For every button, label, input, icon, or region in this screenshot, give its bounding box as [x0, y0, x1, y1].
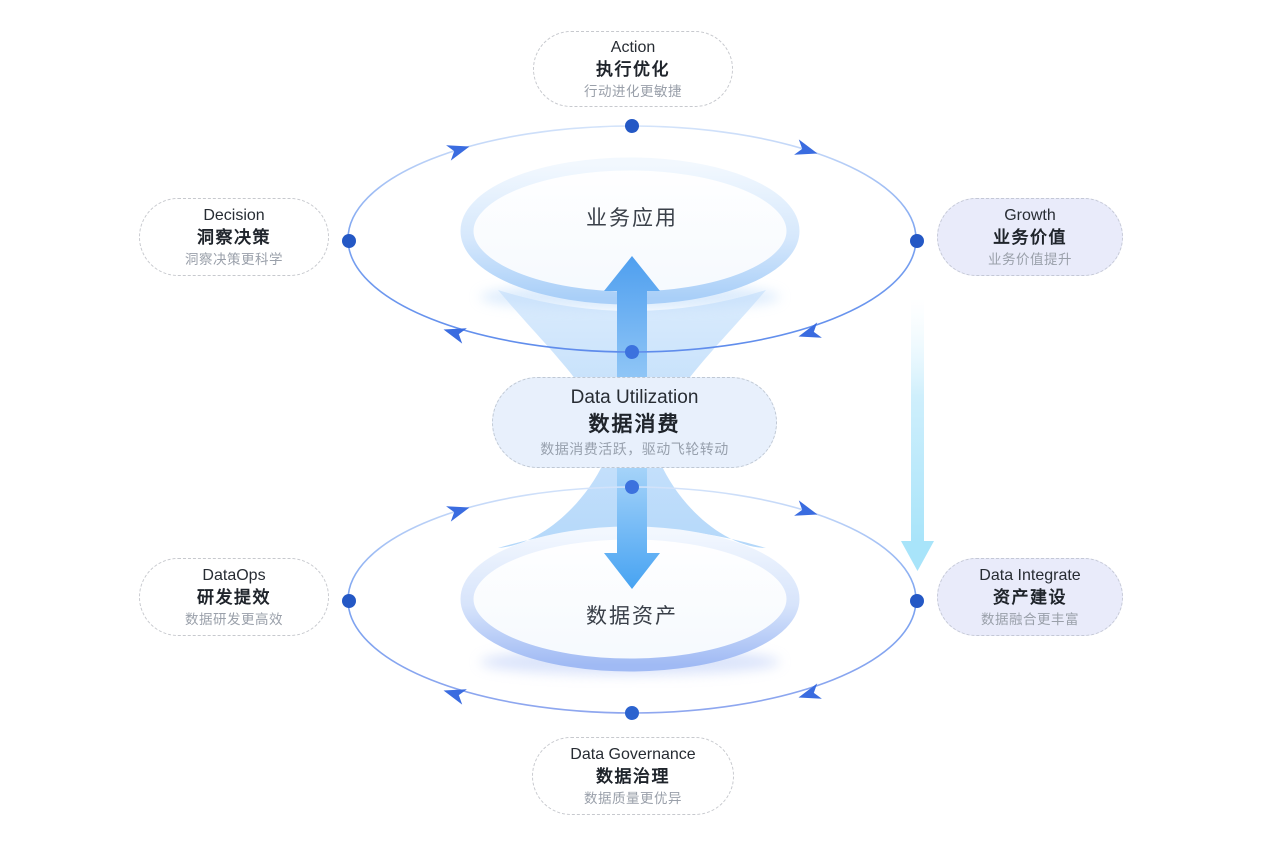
node-growth-title-zh: 业务价值: [993, 227, 1067, 247]
node-action-title-zh: 执行优化: [596, 59, 670, 79]
orbit-dot: [625, 706, 639, 720]
node-data-utilization: Data Utilization 数据消费 数据消费活跃，驱动飞轮转动: [492, 377, 777, 468]
value-flow-arrow-icon: [901, 298, 934, 571]
node-data-governance-title-en: Data Governance: [570, 745, 696, 763]
node-decision: Decision 洞察决策 洞察决策更科学: [139, 198, 329, 276]
node-growth-title-en: Growth: [1004, 206, 1056, 224]
orbit-dot: [625, 480, 639, 494]
hub-bottom-label: 数据资产: [586, 605, 678, 628]
node-growth: Growth 业务价值 业务价值提升: [937, 198, 1123, 276]
node-decision-desc: 洞察决策更科学: [185, 251, 283, 267]
node-data-governance: Data Governance 数据治理 数据质量更优异: [532, 737, 734, 815]
node-data-governance-desc: 数据质量更优异: [584, 790, 682, 806]
node-data-utilization-desc: 数据消费活跃，驱动飞轮转动: [540, 441, 729, 458]
rotation-arrow-icon: [798, 322, 822, 338]
orbit-dot: [625, 119, 639, 133]
orbit-dot: [342, 594, 356, 608]
hub-top-label: 业务应用: [586, 207, 678, 230]
node-dataops-title-zh: 研发提效: [197, 587, 271, 607]
rotation-arrow-icon: [443, 328, 467, 344]
rotation-arrow-icon: [798, 683, 822, 699]
rotation-arrow-icon: [443, 689, 467, 705]
node-data-integrate-title-en: Data Integrate: [979, 566, 1081, 584]
orbit-dot: [625, 345, 639, 359]
node-data-utilization-title-en: Data Utilization: [570, 387, 699, 409]
node-data-governance-title-zh: 数据治理: [596, 766, 670, 786]
bottom-ring-interior: [467, 533, 793, 665]
top-ring-interior: [467, 164, 793, 298]
node-action-title-en: Action: [610, 38, 656, 56]
rotation-arrow-icons: [443, 139, 822, 705]
rotation-arrow-icon: [446, 506, 470, 522]
node-data-integrate: Data Integrate 资产建设 数据融合更丰富: [937, 558, 1123, 636]
rotation-arrow-icon: [794, 500, 818, 516]
rotation-arrow-icon: [794, 139, 818, 155]
flow-down-arrow-icon: [604, 468, 660, 589]
orbit-dot: [910, 594, 924, 608]
orbit-dot: [342, 234, 356, 248]
node-action-desc: 行动进化更敏捷: [584, 83, 682, 99]
node-growth-desc: 业务价值提升: [988, 251, 1072, 267]
node-dataops: DataOps 研发提效 数据研发更高效: [139, 558, 329, 636]
node-decision-title-zh: 洞察决策: [197, 227, 271, 247]
node-action: Action 执行优化 行动进化更敏捷: [533, 31, 733, 107]
node-data-integrate-desc: 数据融合更丰富: [981, 611, 1079, 627]
rotation-arrow-icon: [446, 145, 470, 161]
node-dataops-desc: 数据研发更高效: [185, 611, 283, 627]
orbit-dot: [910, 234, 924, 248]
node-dataops-title-en: DataOps: [202, 566, 266, 584]
node-decision-title-en: Decision: [203, 206, 265, 224]
orbit-dots: [342, 119, 924, 720]
node-data-utilization-title-zh: 数据消费: [588, 412, 681, 436]
node-data-integrate-title-zh: 资产建设: [993, 587, 1067, 607]
